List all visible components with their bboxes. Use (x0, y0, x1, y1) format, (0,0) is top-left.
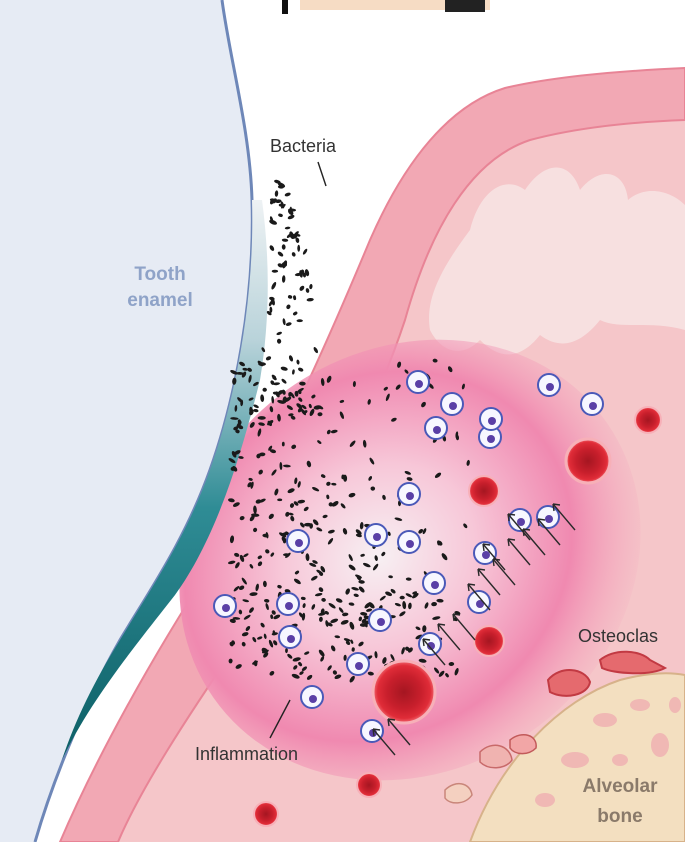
top-fragment (282, 0, 288, 14)
red-blood-cell-icon (635, 407, 661, 433)
bacterium-icon (297, 319, 303, 322)
bacterium-icon (304, 523, 312, 527)
white-blood-cell-icon (407, 371, 429, 393)
white-blood-cell-icon (423, 572, 445, 594)
tooth-enamel-label-line2: enamel (127, 290, 192, 311)
white-blood-cell-icon (347, 653, 369, 675)
bacteria-label: Bacteria (270, 136, 337, 156)
white-blood-cell-icon (419, 633, 441, 655)
white-blood-cell-icon (277, 593, 299, 615)
osteoclast-label: Osteoclas (578, 626, 658, 646)
white-blood-cell-icon (365, 524, 387, 546)
white-blood-cell-icon (369, 609, 391, 631)
white-blood-cell-icon (581, 393, 603, 415)
white-blood-cell-icon (537, 506, 559, 528)
osteoclast-icon (548, 670, 590, 696)
white-blood-cell-icon (480, 408, 502, 430)
red-blood-cell-icon (474, 626, 504, 656)
white-blood-cell-icon (214, 595, 236, 617)
white-blood-cell-icon (279, 626, 301, 648)
white-blood-cell-icon (398, 483, 420, 505)
tooth-enamel-label-line1: Tooth (134, 264, 185, 285)
white-blood-cell-icon (441, 393, 463, 415)
inflammation-label: Inflammation (195, 744, 298, 764)
red-blood-cell-icon (566, 439, 610, 483)
top-fragment-dark (445, 0, 485, 12)
red-blood-cell-icon (469, 476, 499, 506)
white-blood-cell-icon (468, 591, 490, 613)
alveolar-bone-label-line2: bone (597, 806, 642, 827)
red-blood-cell-icon (373, 661, 435, 723)
red-blood-cell-icon (357, 773, 381, 797)
bacterium-icon (297, 245, 300, 252)
white-blood-cell-icon (301, 686, 323, 708)
white-blood-cell-icon (538, 374, 560, 396)
white-blood-cell-icon (361, 720, 383, 742)
white-blood-cell-icon (287, 530, 309, 552)
osteoclast-icon (510, 735, 536, 754)
osteoclast-icon (445, 784, 472, 803)
alveolar-bone-label-line1: Alveolar (583, 776, 659, 797)
white-blood-cell-icon (425, 417, 447, 439)
bacterium-icon (400, 596, 405, 600)
white-blood-cell-icon (398, 531, 420, 553)
red-blood-cell-icon (254, 802, 278, 826)
